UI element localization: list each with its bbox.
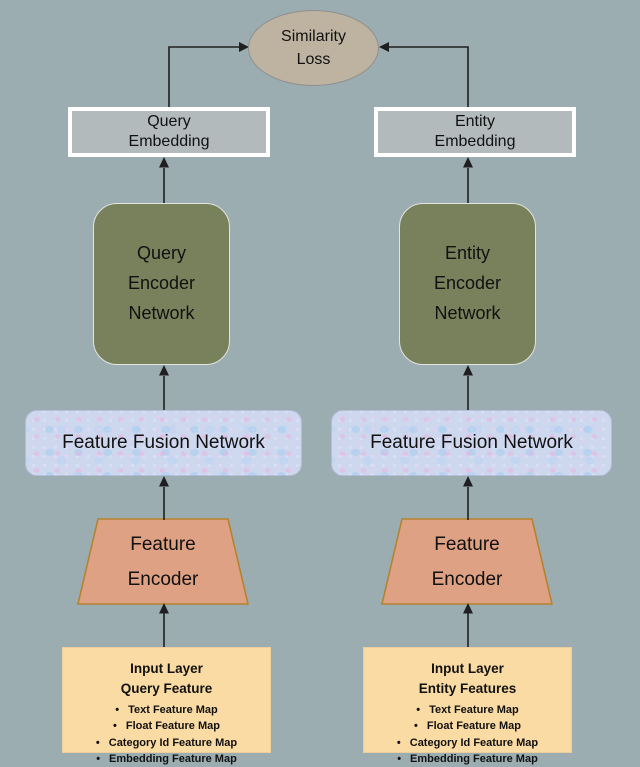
arrowhead-icon (463, 365, 473, 376)
entity-input-feature-list: Text Feature MapFloat Feature MapCategor… (364, 702, 571, 767)
entity-feature-encoder-label: Feature Encoder (431, 534, 503, 590)
arrowhead-icon (379, 42, 389, 52)
query-encoder-network-box: Query Encoder Network (93, 203, 230, 365)
arrowhead-icon (159, 476, 169, 487)
entity-input-layer-title: Input Layer Entity Features (418, 661, 517, 697)
entity-feature-fusion-label: Feature Fusion Network (370, 432, 573, 453)
entity-input-layer-box: Input Layer Entity Features Text Feature… (363, 647, 572, 765)
query-feature-fusion-label: Feature Fusion Network (62, 432, 265, 453)
query-feature-encoder-shape (76, 518, 250, 605)
arrowhead-icon (239, 42, 249, 52)
query-feature-encoder-label-area: Feature Encoder (78, 521, 248, 604)
arrow-line-query-embedding-to-loss (168, 46, 241, 107)
list-item: Embedding Feature Map (63, 751, 270, 767)
entity-feature-encoder-shape (380, 518, 554, 605)
query-input-feature-list: Text Feature MapFloat Feature MapCategor… (63, 702, 270, 767)
list-item: Text Feature Map (364, 702, 571, 719)
query-input-layer-box: Input Layer Query Feature Text Feature M… (62, 647, 271, 765)
entity-feature-fusion-box: Feature Fusion Network (331, 410, 612, 476)
entity-encoder-network-label: Entity Encoder Network (433, 243, 502, 323)
arrowhead-icon (159, 603, 169, 614)
list-item: Category Id Feature Map (364, 735, 571, 752)
query-feature-encoder-label: Feature Encoder (127, 534, 199, 590)
list-item: Embedding Feature Map (364, 751, 571, 767)
similarity-loss-node: Similarity Loss (248, 10, 379, 86)
query-embedding-label: Query Embedding (128, 113, 210, 150)
entity-embedding-box: Entity Embedding (374, 107, 576, 157)
query-encoder-network-label: Query Encoder Network (127, 243, 196, 323)
arrowhead-icon (463, 476, 473, 487)
query-feature-fusion-box: Feature Fusion Network (25, 410, 302, 476)
list-item: Float Feature Map (364, 718, 571, 735)
list-item: Category Id Feature Map (63, 735, 270, 752)
query-embedding-box: Query Embedding (68, 107, 270, 157)
query-input-layer-title: Input Layer Query Feature (120, 661, 213, 697)
list-item: Text Feature Map (63, 702, 270, 719)
list-item: Float Feature Map (63, 718, 270, 735)
entity-embedding-label: Entity Embedding (434, 113, 516, 150)
similarity-loss-label: Similarity Loss (281, 27, 346, 68)
arrowhead-icon (159, 157, 169, 168)
arrowhead-icon (463, 157, 473, 168)
entity-feature-encoder-label-area: Feature Encoder (382, 521, 552, 604)
entity-encoder-network-box: Entity Encoder Network (399, 203, 536, 365)
arrowhead-icon (463, 603, 473, 614)
arrow-line-entity-embedding-to-loss (387, 46, 469, 107)
arrowhead-icon (159, 365, 169, 376)
